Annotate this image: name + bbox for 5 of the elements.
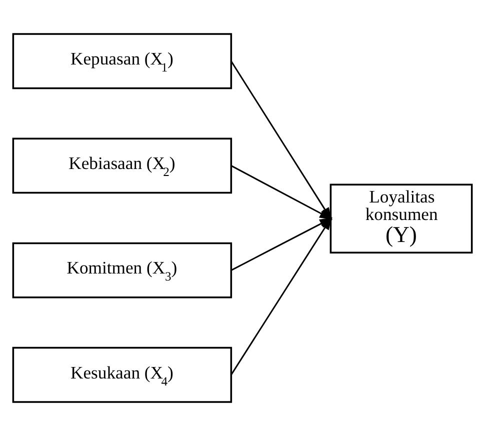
node-box: Komitmen (X$_{3}$) (12, 242, 232, 298)
node-box: Kebiasaan (X$_{2}$) (12, 138, 232, 194)
node-box: Kepuasan (X$_{1}$) (12, 33, 232, 90)
node-box: Loyalitas konsumen (Y) (330, 184, 473, 254)
node-box: Kesukaan (X$_{4}$) (12, 346, 232, 403)
